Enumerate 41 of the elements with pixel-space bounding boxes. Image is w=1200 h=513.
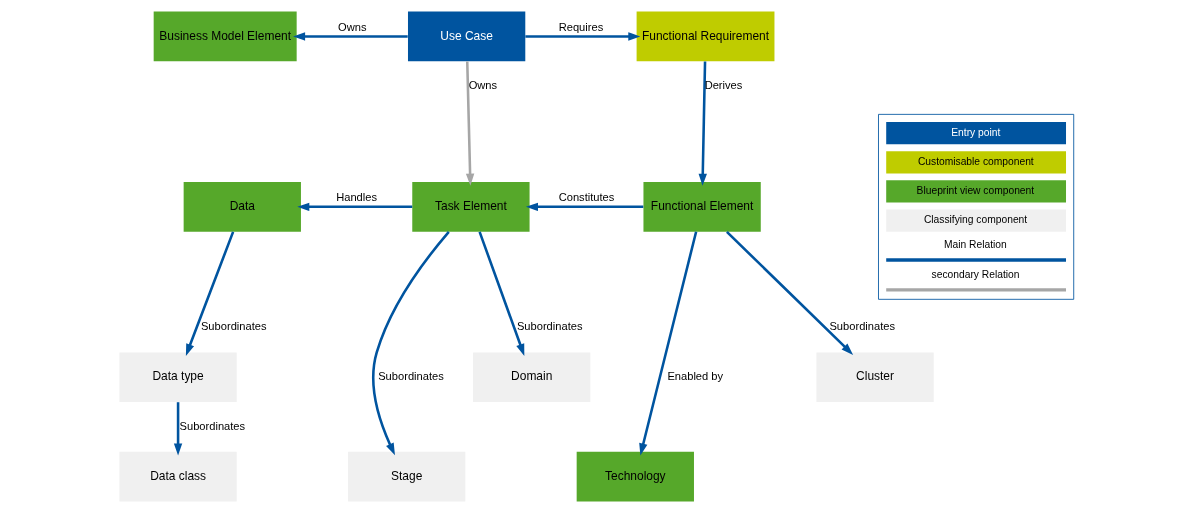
arrow xyxy=(185,231,235,356)
edge-label: Handles xyxy=(336,191,378,204)
arrow xyxy=(698,61,707,186)
node-box: Data type xyxy=(119,352,237,403)
edge-label: Subordinates xyxy=(179,419,246,432)
edge-label: Subordinates xyxy=(378,370,444,383)
arrow xyxy=(525,32,641,41)
edge-label: Subordinates xyxy=(200,320,267,333)
node-box: Data xyxy=(183,182,301,232)
arrow xyxy=(478,231,525,356)
arrow xyxy=(525,202,644,212)
legend-label: Blueprint view component xyxy=(916,185,1035,197)
node-box: Business Model Element xyxy=(153,11,297,62)
node-box: Cluster xyxy=(816,352,934,403)
node-box: Use Case xyxy=(408,11,526,62)
node-box: Domain xyxy=(473,352,591,403)
arrow xyxy=(639,231,698,456)
edge-label: Constitutes xyxy=(558,191,615,204)
node-box: Task Element xyxy=(412,182,530,232)
arrow xyxy=(465,61,475,186)
arrow xyxy=(726,230,854,355)
legend-label: Main Relation xyxy=(944,238,1007,250)
node-box: Technology xyxy=(576,451,694,502)
arrow xyxy=(173,402,183,456)
node-box: Functional Requirement xyxy=(636,11,775,62)
node-box: Functional Element xyxy=(643,182,761,232)
edge-label: Owns xyxy=(468,79,498,92)
legend-label: Entry point xyxy=(951,126,1001,138)
arrow xyxy=(297,202,413,212)
edge-label: Subordinates xyxy=(829,320,896,333)
arrow xyxy=(372,231,450,456)
edge-label: Enabled by xyxy=(667,370,724,383)
arrow xyxy=(293,32,408,41)
legend-label: Classifying component xyxy=(923,214,1028,226)
node-box: Data class xyxy=(119,451,237,502)
edge-label: Requires xyxy=(558,20,604,33)
legend-label: Customisable component xyxy=(917,155,1034,167)
legend-label: secondary Relation xyxy=(931,268,1020,280)
edge-label: Owns xyxy=(338,20,367,33)
edge-label: Subordinates xyxy=(516,320,583,333)
node-box: Stage xyxy=(348,451,466,502)
